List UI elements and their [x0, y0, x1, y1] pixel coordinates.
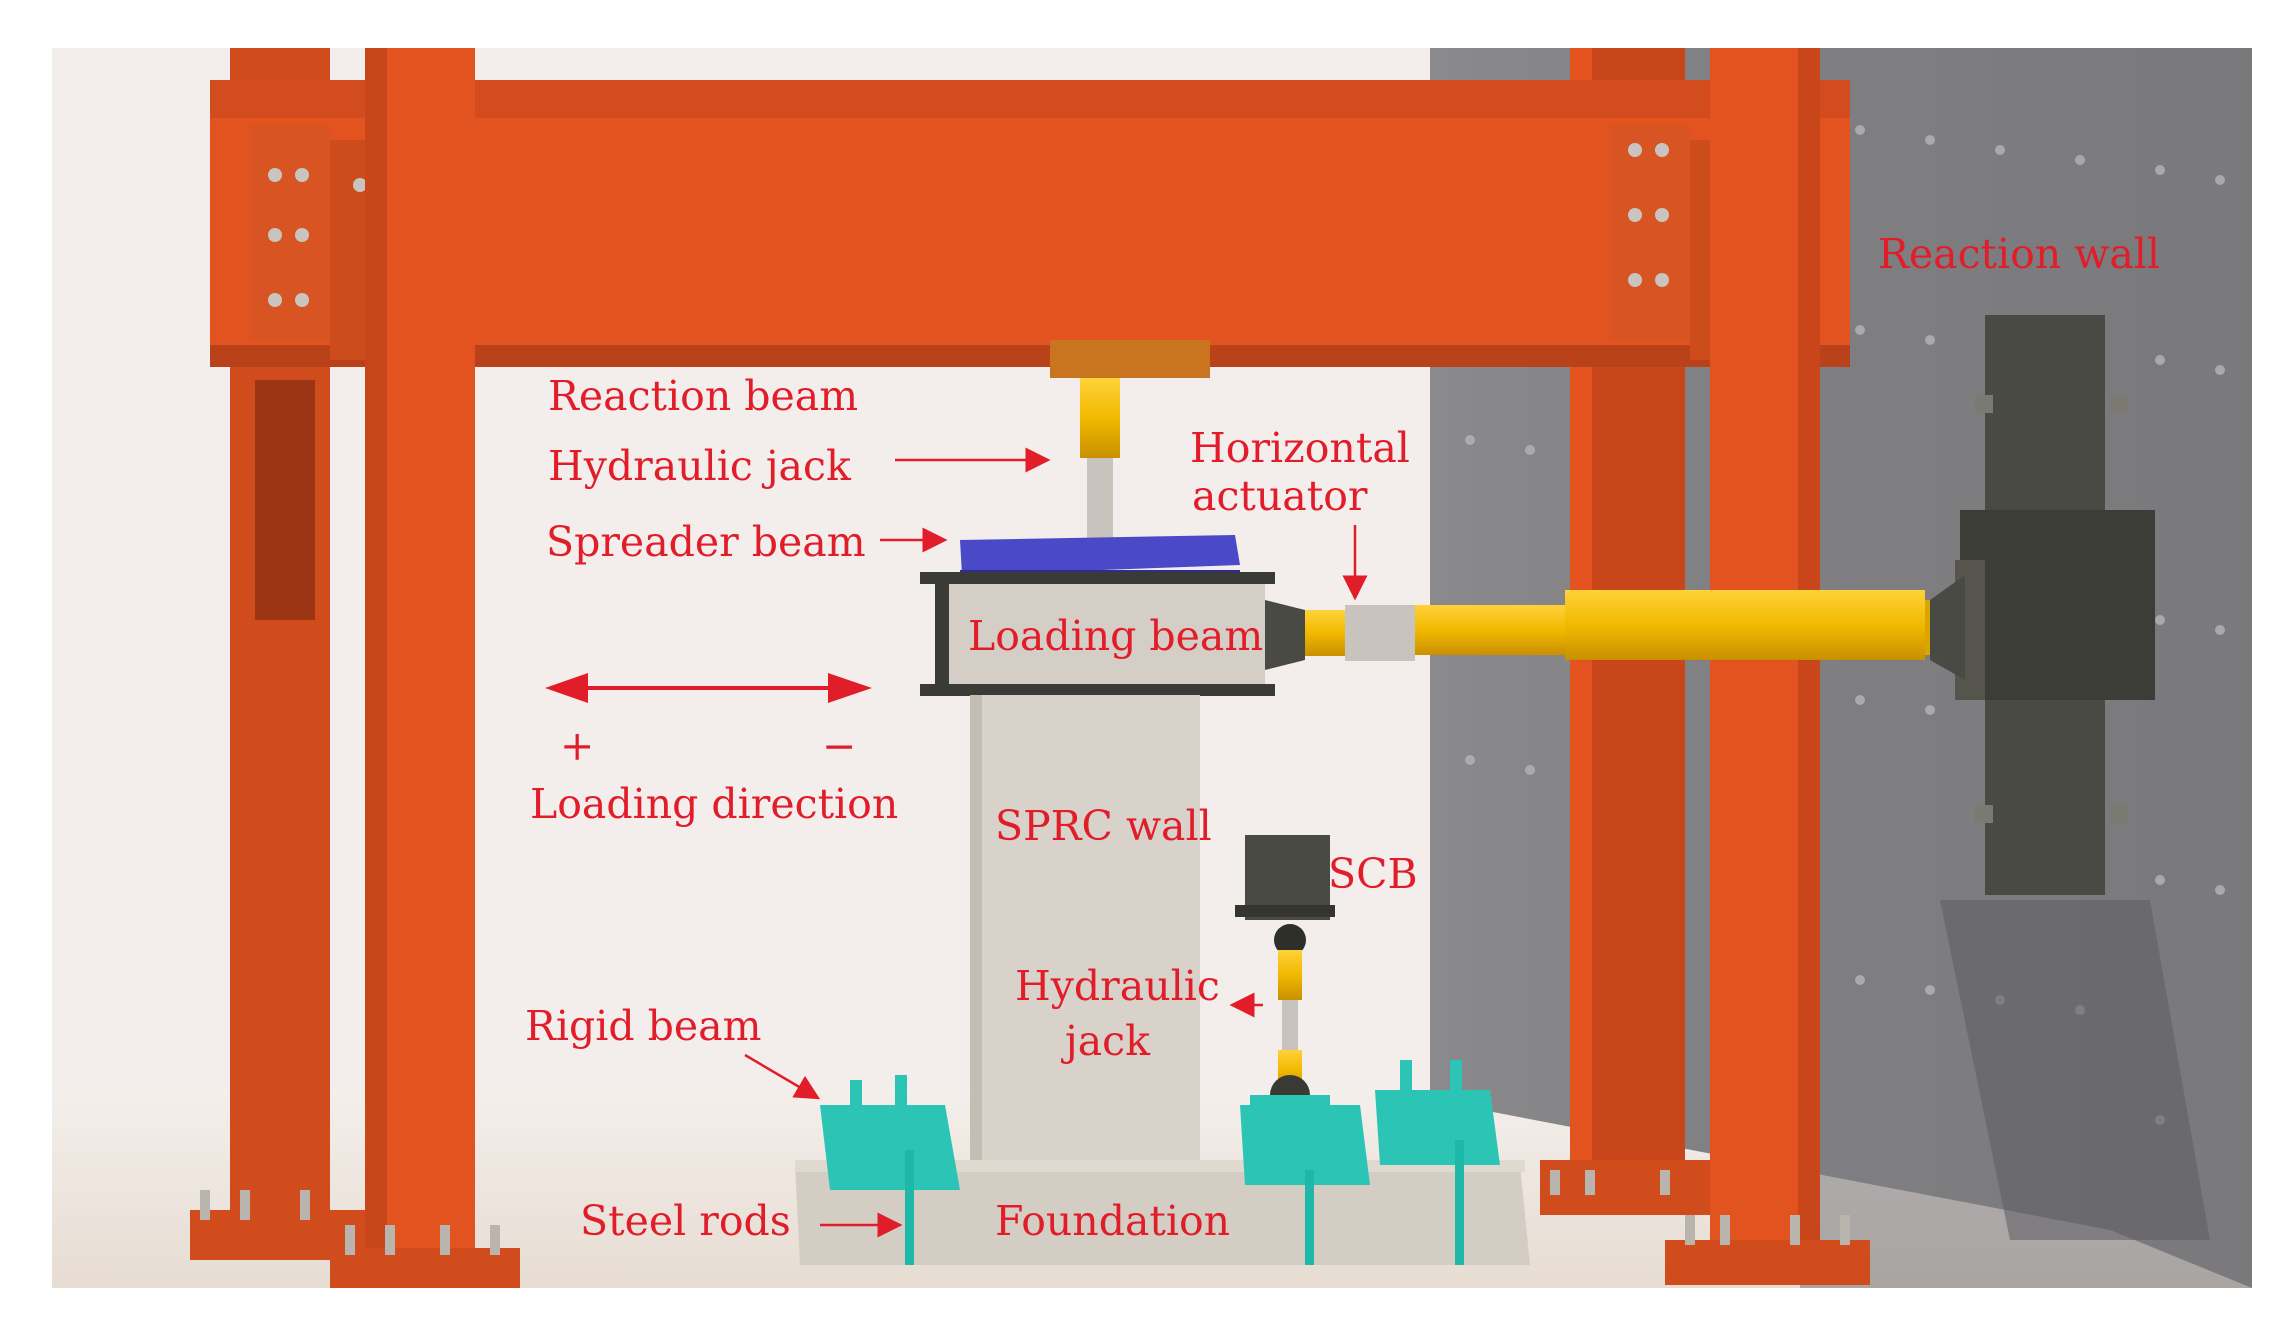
- loading-beam: [920, 572, 1305, 696]
- label-steel-rods: Steel rods: [580, 1197, 791, 1245]
- label-horizontal-actuator-line2: actuator: [1192, 472, 1368, 520]
- label-foundation: Foundation: [995, 1197, 1230, 1245]
- label-hydraulic-jack-bottom-line1: Hydraulic: [1015, 962, 1220, 1010]
- label-sprc-wall: SPRC wall: [995, 802, 1212, 850]
- top-hydraulic-jack: [1080, 378, 1120, 538]
- label-rigid-beam: Rigid beam: [525, 1002, 761, 1050]
- label-spreader-beam: Spreader beam: [546, 518, 866, 566]
- reaction-wall-bracket: [1930, 315, 2155, 895]
- label-plus-sign: +: [560, 722, 594, 770]
- label-loading-direction: Loading direction: [530, 780, 898, 828]
- loading-direction-arrow: [545, 673, 872, 703]
- label-loading-beam: Loading beam: [968, 612, 1263, 660]
- label-minus-sign: −: [822, 722, 856, 770]
- sprc-wall-specimen: [970, 695, 1200, 1170]
- label-hydraulic-jack-top: Hydraulic jack: [548, 442, 852, 490]
- front-left-column: [200, 48, 520, 1288]
- label-reaction-wall: Reaction wall: [1878, 230, 2160, 278]
- label-horizontal-actuator-line1: Horizontal: [1190, 424, 1410, 472]
- label-scb: SCB: [1328, 850, 1418, 898]
- steel-rods: [905, 1140, 1464, 1265]
- label-reaction-beam: Reaction beam: [548, 372, 858, 420]
- rigid-beams: [820, 1060, 1500, 1190]
- scb-assembly: [1235, 835, 1335, 1115]
- label-hydraulic-jack-bottom-line2: jack: [1061, 1017, 1151, 1065]
- leader-arrows: [744, 447, 1368, 1238]
